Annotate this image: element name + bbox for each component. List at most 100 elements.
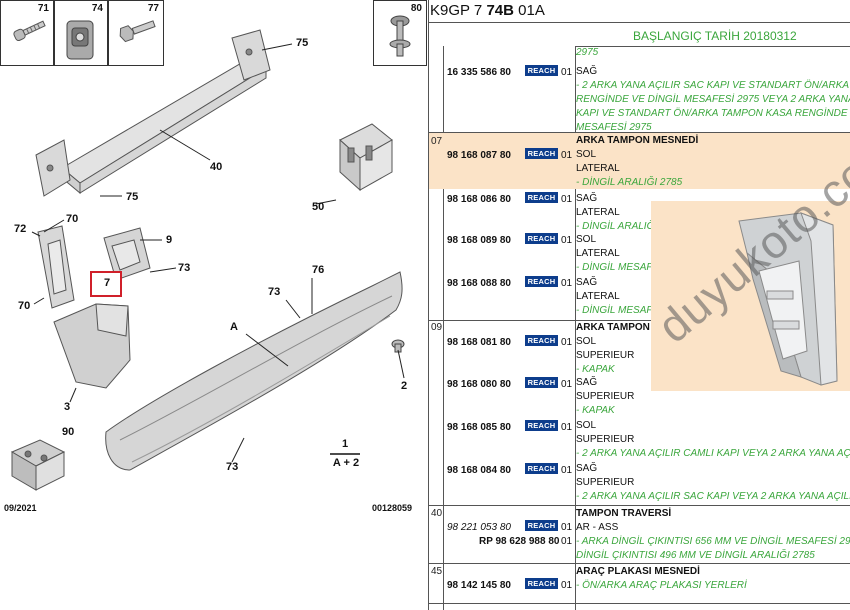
quantity: 01 xyxy=(561,465,573,476)
reach-badge: REACH xyxy=(525,420,558,431)
section-divider xyxy=(429,132,850,133)
callout-72: 72 xyxy=(14,223,27,235)
section-divider xyxy=(429,320,850,321)
section-number: 45 xyxy=(431,566,443,577)
bumper-side-cover xyxy=(53,303,131,389)
quantity: 01 xyxy=(561,422,573,433)
table-row[interactable]: 40 98 221 053 80 REACH 01 RP 98 628 988 … xyxy=(431,508,850,561)
callout-70: 70 xyxy=(18,300,31,312)
part-number: 98 168 085 80 xyxy=(447,422,511,433)
legend-box-71: 71 xyxy=(0,0,54,66)
callout-9: 9 xyxy=(166,234,173,246)
table-row[interactable]: 16 335 586 80 REACH 01 SAĞ - 2 ARKA YANA… xyxy=(447,65,850,133)
reach-badge: REACH xyxy=(525,377,558,388)
header-divider xyxy=(429,22,850,23)
reach-badge: REACH xyxy=(525,65,558,76)
legend-box-74: 74 xyxy=(54,0,108,66)
quantity: 01 xyxy=(561,522,573,533)
callout-75: 75 xyxy=(296,37,309,49)
highlighted-part-box xyxy=(90,271,122,297)
part-number: 98 168 088 80 xyxy=(447,278,511,289)
section-number: 07 xyxy=(431,136,443,147)
callout-7-highlighted: 7 xyxy=(104,277,111,289)
quantity: 01 xyxy=(561,379,573,390)
section-divider xyxy=(429,563,850,564)
callout-A: A xyxy=(230,321,238,333)
legend-box-80: 80 xyxy=(373,0,427,66)
callout-70: 70 xyxy=(66,213,79,225)
replacement-part-number: RP 98 628 988 80 xyxy=(479,536,560,547)
reach-badge: REACH xyxy=(525,335,558,346)
part-number: 98 168 087 80 xyxy=(447,150,511,161)
quantity: 01 xyxy=(561,235,573,246)
part-number: 16 335 586 80 xyxy=(447,67,511,78)
plate-holder-part xyxy=(339,123,393,192)
part-number: 98 142 145 80 xyxy=(447,580,511,591)
callout-50: 50 xyxy=(312,201,325,213)
quantity: 01 xyxy=(561,337,573,348)
quantity: 01 xyxy=(561,580,573,591)
callout-76: 76 xyxy=(312,264,325,276)
parts-table-panel: K9GP 7 74B 01A BAŞLANGIÇ TARİH 20180312 … xyxy=(428,0,850,610)
callout-40: 40 xyxy=(210,161,223,173)
column-divider xyxy=(575,46,576,610)
callout-73: 73 xyxy=(178,262,191,274)
callout-3: 3 xyxy=(64,401,71,413)
table-row[interactable]: 09 98 168 081 80 REACH 01 ARKA TAMPON ME… xyxy=(431,322,699,375)
part-number: 98 168 080 80 xyxy=(447,379,511,390)
exploded-view-drawing xyxy=(10,29,405,491)
start-date: BAŞLANGIÇ TARİH 20180312 xyxy=(633,29,797,43)
reach-badge: REACH xyxy=(525,578,558,589)
diagram-date: 09/2021 xyxy=(4,503,37,513)
callout-2: 2 xyxy=(401,380,408,392)
screw-icon xyxy=(13,20,46,42)
callout-73: 73 xyxy=(268,286,281,298)
view-underline xyxy=(330,453,360,455)
catalog-code: K9GP 7 74B 01A xyxy=(430,2,545,19)
reach-badge: REACH xyxy=(525,520,558,531)
section-number: 40 xyxy=(431,508,443,519)
table-row-highlighted[interactable]: 07 98 168 087 80 REACH 01 ARKA TAMPON ME… xyxy=(429,133,850,189)
view-number: 1 xyxy=(341,438,349,450)
fastener-kit xyxy=(10,439,66,491)
quantity: 01 xyxy=(561,67,573,78)
quantity: 01 xyxy=(561,278,573,289)
table-row: 2975 xyxy=(576,47,599,58)
quantity: 01 xyxy=(561,536,573,547)
reach-badge: REACH xyxy=(525,463,558,474)
legend-number: 80 xyxy=(410,3,422,14)
part-number: 98 168 081 80 xyxy=(447,337,511,348)
table-row[interactable]: 98 168 086 80 REACH 01 SAĞ LATERAL - DİN… xyxy=(447,192,683,232)
table-row[interactable]: 98 168 084 80 REACH 01 SAĞ SUPERIEUR - 2… xyxy=(447,463,850,502)
rear-bumper-skin xyxy=(105,271,403,471)
section-number: 09 xyxy=(431,322,443,333)
column-divider xyxy=(443,46,444,610)
reach-badge: REACH xyxy=(525,276,558,287)
section-divider xyxy=(429,505,850,506)
part-preview-overlay xyxy=(651,201,850,391)
table-row[interactable]: 98 168 089 80 REACH 01 SOL LATERAL - DİN… xyxy=(447,233,694,273)
part-number: 98 168 089 80 xyxy=(447,235,511,246)
legend-box-77: 77 xyxy=(108,0,164,66)
part-number: 98 221 053 80 xyxy=(447,522,511,533)
legend-number: 77 xyxy=(147,3,159,14)
quantity: 01 xyxy=(561,194,573,205)
view-equation: A + 2 xyxy=(332,457,360,469)
table-row[interactable]: 98 168 085 80 REACH 01 SOL SUPERIEUR - 2… xyxy=(447,420,850,459)
bumper-bracket-left xyxy=(37,225,75,309)
table-row[interactable]: 98 168 080 80 REACH 01 SAĞ SUPERIEUR - K… xyxy=(447,377,635,416)
reach-badge: REACH xyxy=(525,148,558,159)
section-divider xyxy=(429,603,850,604)
bumper-crossmember xyxy=(35,29,271,197)
bumper-bracket-image xyxy=(738,212,838,386)
legend-number: 74 xyxy=(91,3,103,14)
table-row[interactable]: 98 168 088 80 REACH 01 SAĞ LATERAL - DİN… xyxy=(447,276,694,316)
part-number: 98 168 084 80 xyxy=(447,465,511,476)
diagram-ref-number: 00128059 xyxy=(372,503,413,513)
table-row[interactable]: 45 98 142 145 80 REACH 01 ARAÇ PLAKASI M… xyxy=(431,566,747,591)
clip-nut-icon xyxy=(66,20,94,60)
callout-73: 73 xyxy=(226,461,239,473)
quantity: 01 xyxy=(561,150,573,161)
part-number: 98 168 086 80 xyxy=(447,194,511,205)
bumper-bracket-upper xyxy=(103,227,151,281)
